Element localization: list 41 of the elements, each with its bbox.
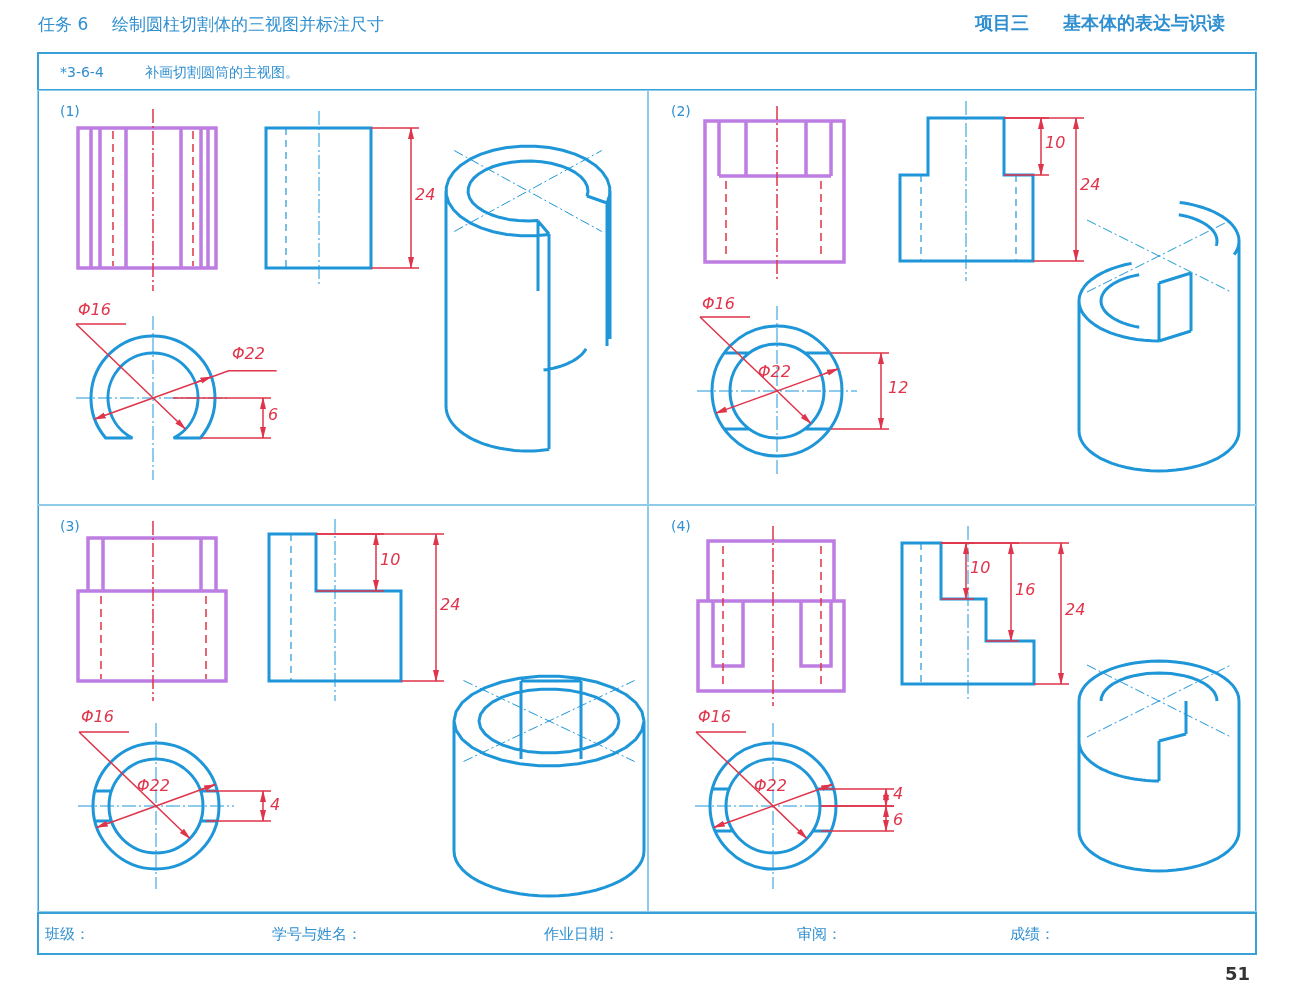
exercise-number: (4) [671,517,691,536]
exercise-instruction: *3-6-4 [60,64,104,82]
page-header: 基本体的表达与识读 [1063,12,1225,35]
dimension-label: 6 [268,405,279,425]
dimension-label: Φ22 [754,776,787,796]
form-field-label: 成绩： [1010,925,1055,944]
dimension-label: 24 [440,595,461,615]
page-header: 项目三 [975,12,1029,35]
dimension-label: Φ22 [758,362,791,382]
dimension-label: 24 [415,185,436,205]
form-field-label: 学号与姓名： [272,925,362,944]
dimension-label: Φ16 [702,294,735,314]
dimension-label: 24 [1065,600,1086,620]
dimension-label: 10 [380,550,401,570]
dimension-label: Φ16 [698,707,731,727]
page-header: 任务 6 [38,14,89,36]
page-header: 绘制圆柱切割体的三视图并标注尺寸 [112,14,384,36]
exercise-panel [648,505,1257,912]
dimension-label: 16 [1015,580,1036,600]
dimension-label: 4 [270,795,281,815]
exercise-number: (3) [60,517,80,536]
dimension-label: 4 [893,784,904,804]
dimension-label: Φ22 [232,344,265,364]
dimension-label: 12 [888,378,909,398]
exercise-panel [648,90,1257,505]
exercise-panel [37,90,648,505]
form-field-label: 作业日期： [544,925,619,944]
dimension-label: 24 [1080,175,1101,195]
exercise-number: (2) [671,102,691,121]
page-number: 51 [1225,963,1251,986]
form-field-label: 班级： [45,925,90,944]
exercise-panel [37,505,648,912]
exercise-number: (1) [60,102,80,121]
exercise-instruction: 补画切割圆筒的主视图。 [145,64,299,82]
dimension-label: 10 [1045,133,1066,153]
dimension-label: 10 [970,558,991,578]
dimension-label: Φ16 [78,300,111,320]
dimension-label: 6 [893,810,904,830]
dimension-label: Φ16 [81,707,114,727]
form-field-label: 审阅： [797,925,842,944]
dimension-label: Φ22 [137,776,170,796]
